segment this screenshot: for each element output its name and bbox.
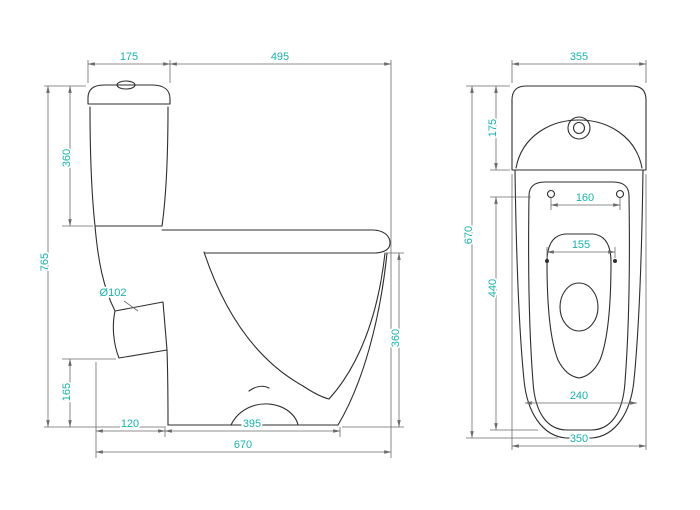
dim-label: 155 <box>572 239 590 251</box>
dim-label: 175 <box>487 119 499 137</box>
dim-tank-height: 360 <box>59 85 75 227</box>
tank-outline <box>89 106 96 227</box>
top-view-fixture <box>511 85 647 439</box>
bowl-front <box>337 252 388 426</box>
dim-tank-to-front: 495 <box>169 49 392 66</box>
dim-overall-depth: 670 <box>95 437 392 454</box>
dim-outlet-diameter: Ø102 <box>98 285 139 312</box>
pedestal-left <box>166 349 169 426</box>
trap-weir <box>248 385 270 392</box>
seat-profile <box>161 229 391 254</box>
hinge-dot-left <box>545 259 549 263</box>
bowl-outline-top <box>514 169 644 439</box>
dim-outlet-height: 165 <box>59 358 75 428</box>
dim-overall-height: 765 <box>37 85 53 428</box>
dim-tank-depth-top: 175 <box>485 85 501 171</box>
bolt-hole-left <box>546 189 556 199</box>
side-view: 175 495 765 360 165 Ø102 <box>37 49 404 458</box>
seat-opening <box>546 233 612 379</box>
dim-hinge-spacing: 155 <box>546 237 616 254</box>
dim-label: 175 <box>120 51 138 63</box>
top-view: 355 175 670 440 160 155 <box>461 49 647 450</box>
tank-outline-top <box>511 85 647 171</box>
dim-label: 165 <box>61 383 73 401</box>
flush-button-inner <box>572 121 586 135</box>
dim-front-width: 240 <box>524 388 638 405</box>
trapway-curve <box>203 251 304 387</box>
dim-label: 240 <box>570 390 588 402</box>
dim-label: 160 <box>576 192 594 204</box>
trap-bottom-curve <box>230 403 299 426</box>
inner-rim-curve <box>328 252 386 400</box>
dim-label: 670 <box>463 226 475 244</box>
dim-seat-length: 440 <box>485 196 501 431</box>
dim-tank-width: 355 <box>511 49 647 66</box>
dim-label: 350 <box>570 433 588 445</box>
top-view-dimensions: 355 175 670 440 160 155 <box>461 49 647 450</box>
dim-label: 120 <box>121 418 139 430</box>
dim-outlet-offset: 120 <box>95 416 166 433</box>
seat-ring <box>528 181 630 431</box>
flush-button-outer <box>567 116 591 140</box>
hinge-dot-right <box>613 259 617 263</box>
dim-bowl-height: 360 <box>388 252 404 428</box>
dim-label: 440 <box>487 279 499 297</box>
outlet-spigot <box>112 301 168 359</box>
side-view-fixture <box>87 80 391 426</box>
pedestal-back <box>94 225 116 312</box>
flush-button <box>116 80 136 90</box>
dim-bolt-spacing: 160 <box>550 190 621 207</box>
side-view-dimensions: 175 495 765 360 165 Ø102 <box>37 49 404 458</box>
tank-outline-front <box>161 106 169 227</box>
tank-lid-curve <box>515 119 643 169</box>
trap-join <box>302 385 330 400</box>
dim-bowl-width: 350 <box>511 431 647 448</box>
dim-base-depth: 395 <box>164 416 341 433</box>
dim-tank-depth: 175 <box>87 49 171 66</box>
dim-label: 495 <box>271 51 289 63</box>
bolt-hole-right <box>615 189 625 199</box>
dim-label: 395 <box>243 418 261 430</box>
dim-label: 765 <box>39 253 51 271</box>
dim-label: 360 <box>390 329 402 347</box>
dim-label: 670 <box>234 439 252 451</box>
dim-label: Ø102 <box>100 287 127 299</box>
drain-hole <box>559 282 599 332</box>
tank-lid <box>87 84 171 105</box>
dim-label: 355 <box>570 51 588 63</box>
dim-label: 360 <box>61 149 73 167</box>
dim-overall-depth-top: 670 <box>461 85 477 439</box>
